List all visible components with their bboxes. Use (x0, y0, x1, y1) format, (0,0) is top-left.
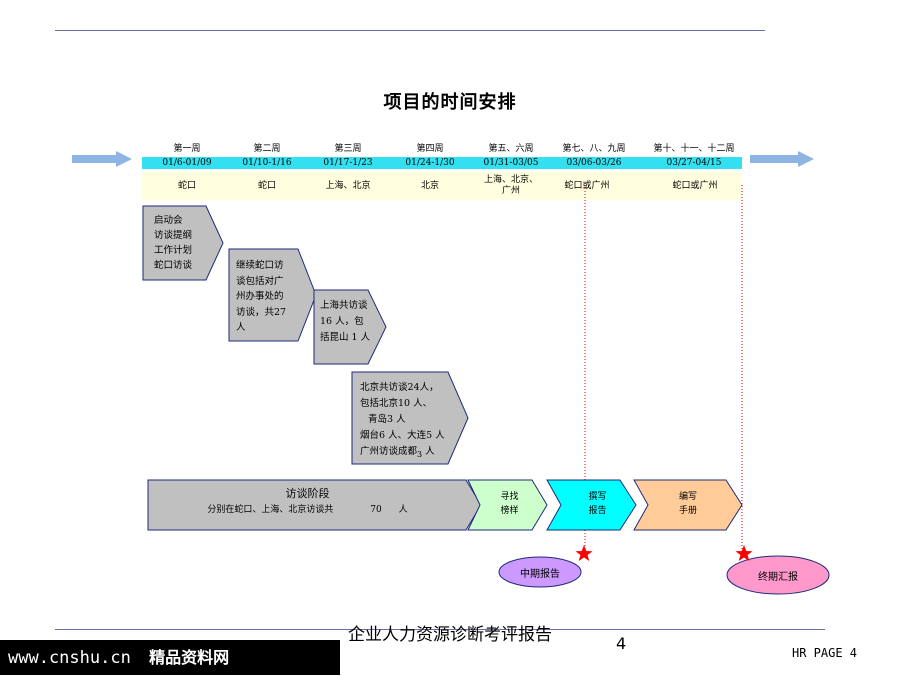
phase-report-line-1: 撰写 (588, 492, 607, 502)
step-1-line-1: 启动会 (154, 215, 183, 226)
page-title: 项目的时间安排 (383, 92, 517, 113)
phase-report-shape (546, 479, 637, 531)
week-location-4: 北京 (420, 180, 439, 191)
step-2-text: 继续蛇口访 谈包括对广 州办事处的 访谈，共27 人 (236, 258, 306, 336)
final-report-ellipse (726, 555, 830, 595)
week-location-3: 上海、北京 (325, 180, 371, 191)
mid-report-ellipse (498, 556, 582, 588)
step-3-line-3: 括昆山 1 人 (320, 332, 371, 343)
step-4-line-4: 烟台6 人、大连5 人 (360, 430, 445, 441)
date-row (142, 157, 742, 169)
week-dates-1: 01/6-01/09 (162, 158, 212, 168)
footer-site-tag: 精品资料网 (149, 648, 230, 667)
week-location-5-line1: 上海、北京、 (483, 175, 538, 185)
phase-interview-count: 70 (370, 505, 382, 515)
week-dates-3: 01/17-1/23 (323, 158, 373, 168)
phase-manual-text: 编写 手册 (658, 490, 718, 518)
step-1-text: 启动会 访谈提纲 工作计划 蛇口访谈 (154, 213, 214, 273)
week-dates-2: 01/10-1/16 (242, 158, 292, 168)
week-header-5: 第五、六周 (488, 144, 534, 154)
step-1-line-4: 蛇口访谈 (154, 260, 193, 271)
week-header-3: 第三周 (334, 144, 362, 154)
footer-page-number: 4 (616, 634, 627, 653)
location-row (142, 172, 742, 200)
week-header-4: 第四周 (416, 144, 444, 154)
footer-site-banner[interactable]: www.cnshu.cn 精品资料网 (0, 640, 340, 675)
step-3-line-1: 上海共访谈 (320, 300, 368, 311)
week-header-1: 第一周 (173, 144, 201, 154)
right-flow-arrow (750, 151, 814, 167)
week-header-2: 第二周 (253, 144, 281, 154)
phase-benchmark-shape (467, 479, 548, 531)
week-location-5-line2: 广州 (501, 186, 520, 196)
phase-benchmark-text: 寻找 榜样 (482, 490, 537, 518)
footer-doc-title: 企业人力资源诊断考评报告 (348, 625, 552, 645)
bottom-rule (55, 629, 825, 630)
mid-report-label: 中期报告 (520, 569, 560, 580)
step-2-line-5: 人 (236, 322, 246, 333)
week-dates-6: 03/06-03/26 (566, 158, 622, 168)
week-header-6: 第七、八、九周 (562, 144, 626, 154)
week-dates-7: 03/27-04/15 (666, 158, 722, 168)
step-4-text: 北京共访谈24人， 包括北京10 人、 青岛3 人 烟台6 人、大连5 人 广州… (360, 380, 460, 463)
week-location-7: 蛇口或广州 (672, 180, 718, 191)
phase-interview-sub: 分别在蛇口、上海、北京访谈共 70 人 (150, 503, 465, 517)
step-4-line-5-unit: 人 (425, 446, 435, 457)
week-location-5: 上海、北京、 广州 (466, 172, 556, 200)
week-location-2: 蛇口 (257, 180, 276, 191)
step-2-line-1: 继续蛇口访 (236, 260, 284, 271)
week-dates-5: 01/31-03/05 (483, 158, 539, 168)
step-4-shape (351, 371, 469, 465)
step-4-line-5-text: 广州访谈成都 (360, 446, 418, 457)
step-2-line-4: 访谈，共27 (236, 306, 287, 318)
week-dates-4: 01/24-1/30 (405, 158, 455, 168)
step-1-shape (142, 205, 224, 281)
step-4-line-5: 广州访谈成都3 人 (360, 444, 460, 463)
left-flow-arrow (72, 151, 132, 167)
phase-benchmark-line-1: 寻找 (500, 492, 519, 502)
phase-manual-line-1: 编写 (678, 492, 697, 502)
final-star-icon (735, 545, 753, 561)
step-3-shape (313, 289, 387, 365)
step-4-line-2: 包括北京10 人、 (360, 398, 433, 409)
top-rule (55, 30, 765, 31)
step-3-line-2: 16 人，包 (320, 316, 364, 327)
phase-report-text: 撰写 报告 (570, 490, 625, 518)
phase-interview-unit: 人 (398, 505, 408, 515)
step-1-line-2: 访谈提纲 (154, 230, 193, 241)
week-location-1: 蛇口 (177, 180, 196, 191)
step-4-line-5-sub: 3 (417, 449, 423, 459)
final-report-label: 终期汇报 (758, 572, 798, 583)
mid-star-icon (575, 545, 593, 561)
phase-benchmark-line-2: 榜样 (500, 506, 519, 516)
step-2-line-2: 谈包括对广 (236, 275, 284, 287)
step-4-line-3: 青岛3 人 (368, 414, 406, 425)
step-1-line-3: 工作计划 (154, 245, 193, 256)
footer-site: www.cnshu.cn (8, 648, 131, 668)
step-2-line-3: 州办事处的 (236, 291, 284, 302)
step-4-line-1: 北京共访谈24人， (360, 382, 439, 393)
footer-hr-page: HR PAGE 4 (792, 646, 858, 660)
week-header-7: 第十、十一、十二周 (653, 144, 735, 154)
phase-interview-sub-text: 分别在蛇口、上海、北京访谈共 (207, 505, 334, 515)
phase-manual-shape (633, 479, 743, 531)
step-2-shape (228, 248, 317, 342)
step-3-text: 上海共访谈 16 人，包 括昆山 1 人 (320, 298, 386, 346)
phase-interview-title: 访谈阶段 (285, 487, 330, 500)
week-location-6: 蛇口或广州 (564, 180, 610, 191)
phase-manual-line-2: 手册 (678, 506, 697, 516)
phase-report-line-2: 报告 (588, 506, 607, 516)
